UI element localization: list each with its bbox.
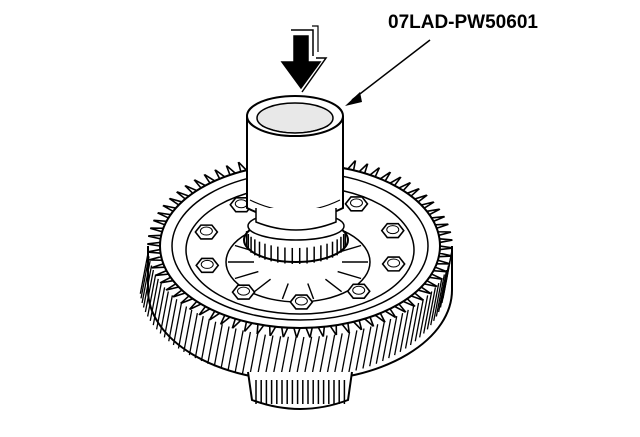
down-arrow-icon: [280, 25, 328, 93]
lower-bearing: [247, 371, 353, 410]
installer-tool: [246, 95, 344, 231]
tool-part-number-label: 07LAD-PW50601: [388, 12, 538, 33]
callout-leader: [345, 39, 431, 106]
